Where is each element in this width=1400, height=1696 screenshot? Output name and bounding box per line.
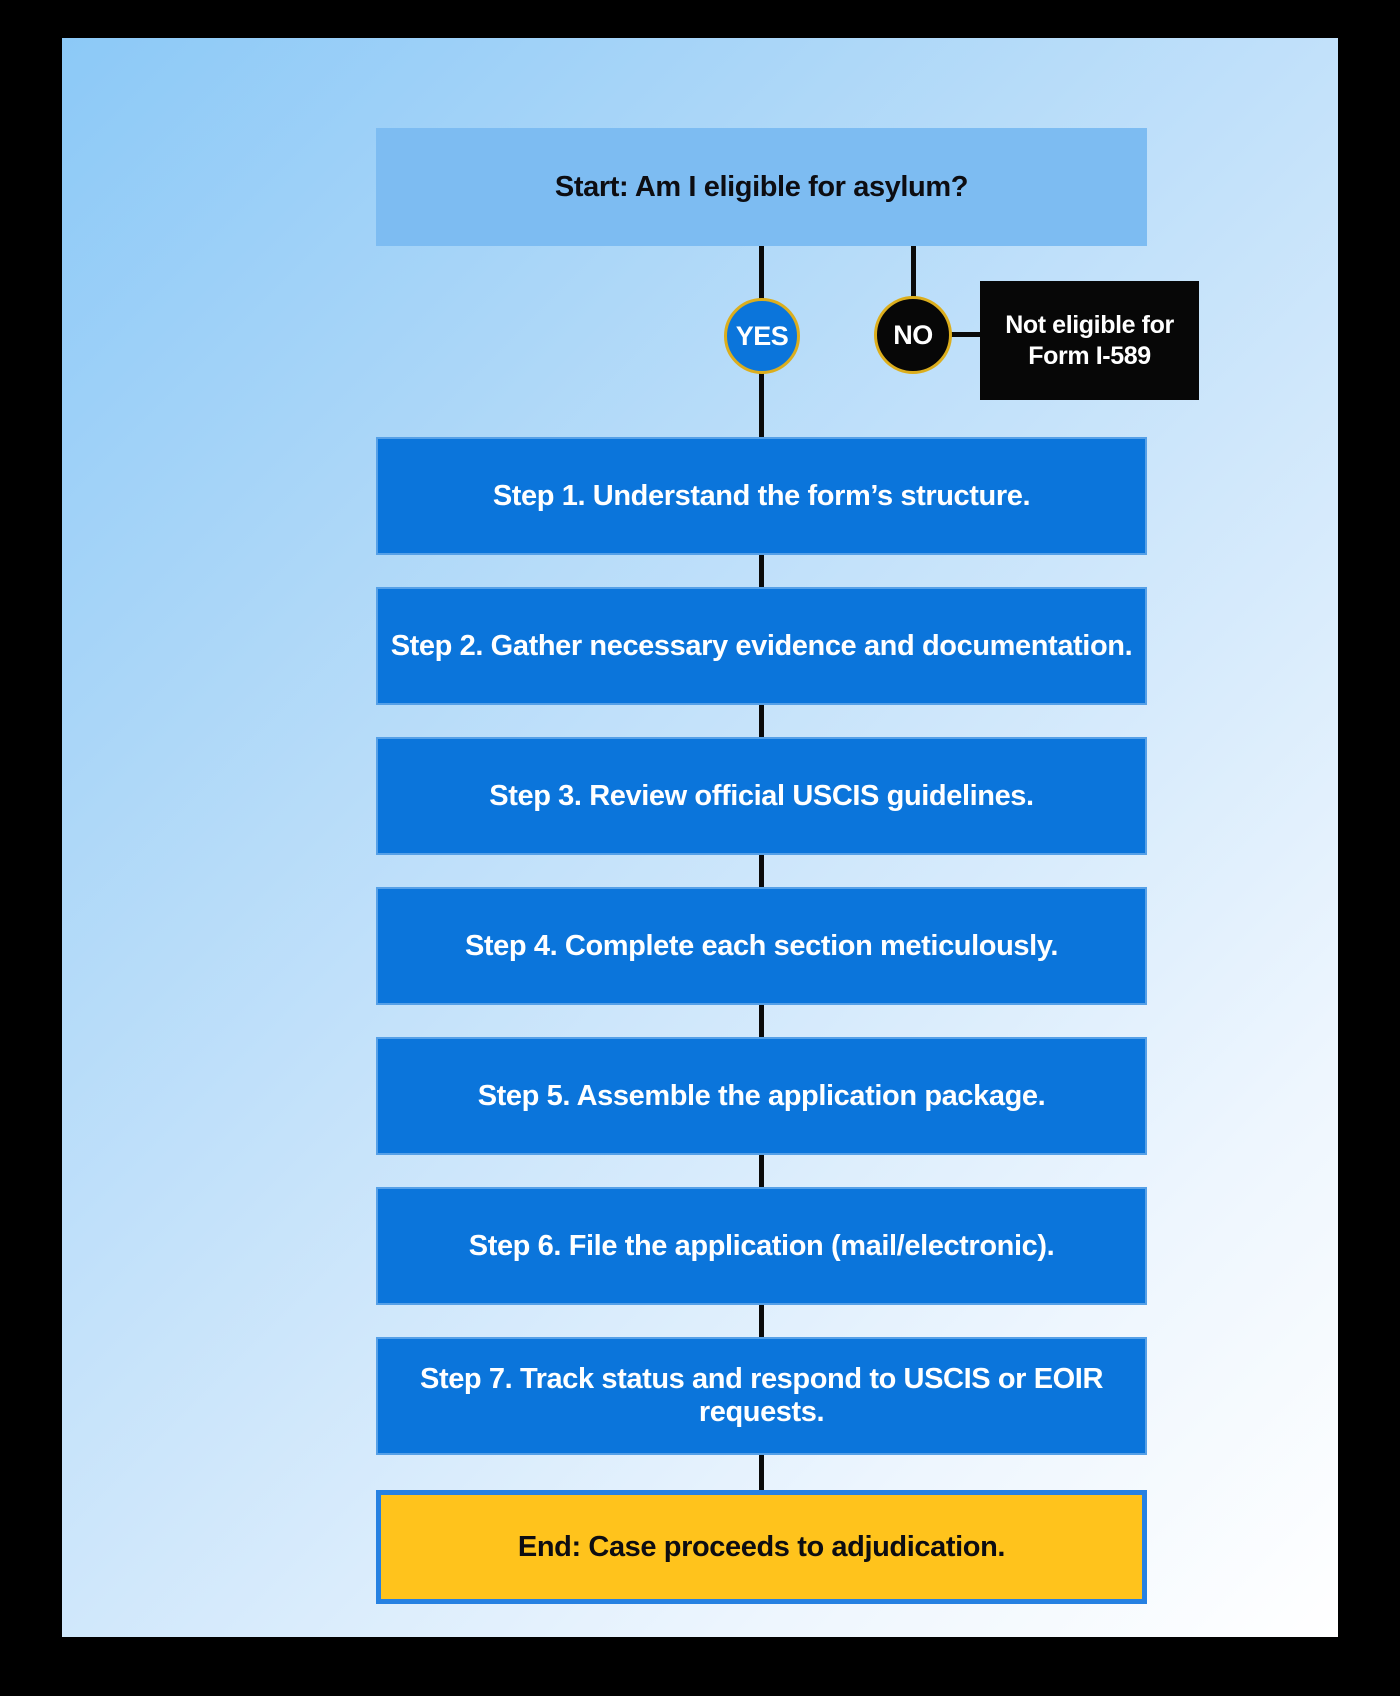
no-badge: NO	[874, 296, 952, 374]
yes-badge-label: YES	[735, 320, 789, 351]
end-node: End: Case proceeds to adjudication.	[376, 1490, 1147, 1604]
step-node-5: Step 5. Assemble the application package…	[376, 1037, 1147, 1155]
connector-start-to-no	[911, 246, 916, 336]
step-node-7: Step 7. Track status and respond to USCI…	[376, 1337, 1147, 1455]
not-eligible-label: Not eligible for Form I-589	[1005, 311, 1174, 370]
step-3-label: Step 3. Review official USCIS guidelines…	[489, 779, 1034, 812]
step-2-label: Step 2. Gather necessary evidence and do…	[390, 629, 1133, 662]
step-node-1: Step 1. Understand the form’s structure.	[376, 437, 1147, 555]
connector-step6-step7	[759, 1305, 764, 1337]
flowchart-canvas: Start: Am I eligible for asylum? YES NO …	[62, 38, 1338, 1637]
step-node-4: Step 4. Complete each section meticulous…	[376, 887, 1147, 1005]
not-eligible-node: Not eligible for Form I-589	[980, 281, 1199, 400]
connector-step7-end	[759, 1455, 764, 1490]
end-node-label: End: Case proceeds to adjudication.	[517, 1530, 1006, 1563]
no-badge-label: NO	[893, 319, 933, 350]
yes-badge: YES	[724, 298, 800, 374]
step-node-2: Step 2. Gather necessary evidence and do…	[376, 587, 1147, 705]
step-5-label: Step 5. Assemble the application package…	[477, 1079, 1046, 1112]
connector-step1-step2	[759, 555, 764, 587]
step-node-6: Step 6. File the application (mail/elect…	[376, 1187, 1147, 1305]
connector-step3-step4	[759, 855, 764, 887]
connector-step2-step3	[759, 705, 764, 737]
start-node: Start: Am I eligible for asylum?	[376, 128, 1147, 246]
step-1-label: Step 1. Understand the form’s structure.	[492, 479, 1031, 512]
step-node-3: Step 3. Review official USCIS guidelines…	[376, 737, 1147, 855]
step-4-label: Step 4. Complete each section meticulous…	[464, 929, 1059, 962]
connector-step4-step5	[759, 1005, 764, 1037]
connector-step5-step6	[759, 1155, 764, 1187]
step-7-label: Step 7. Track status and respond to USCI…	[420, 1363, 1103, 1428]
step-6-label: Step 6. File the application (mail/elect…	[468, 1229, 1055, 1262]
start-node-label: Start: Am I eligible for asylum?	[554, 170, 969, 203]
